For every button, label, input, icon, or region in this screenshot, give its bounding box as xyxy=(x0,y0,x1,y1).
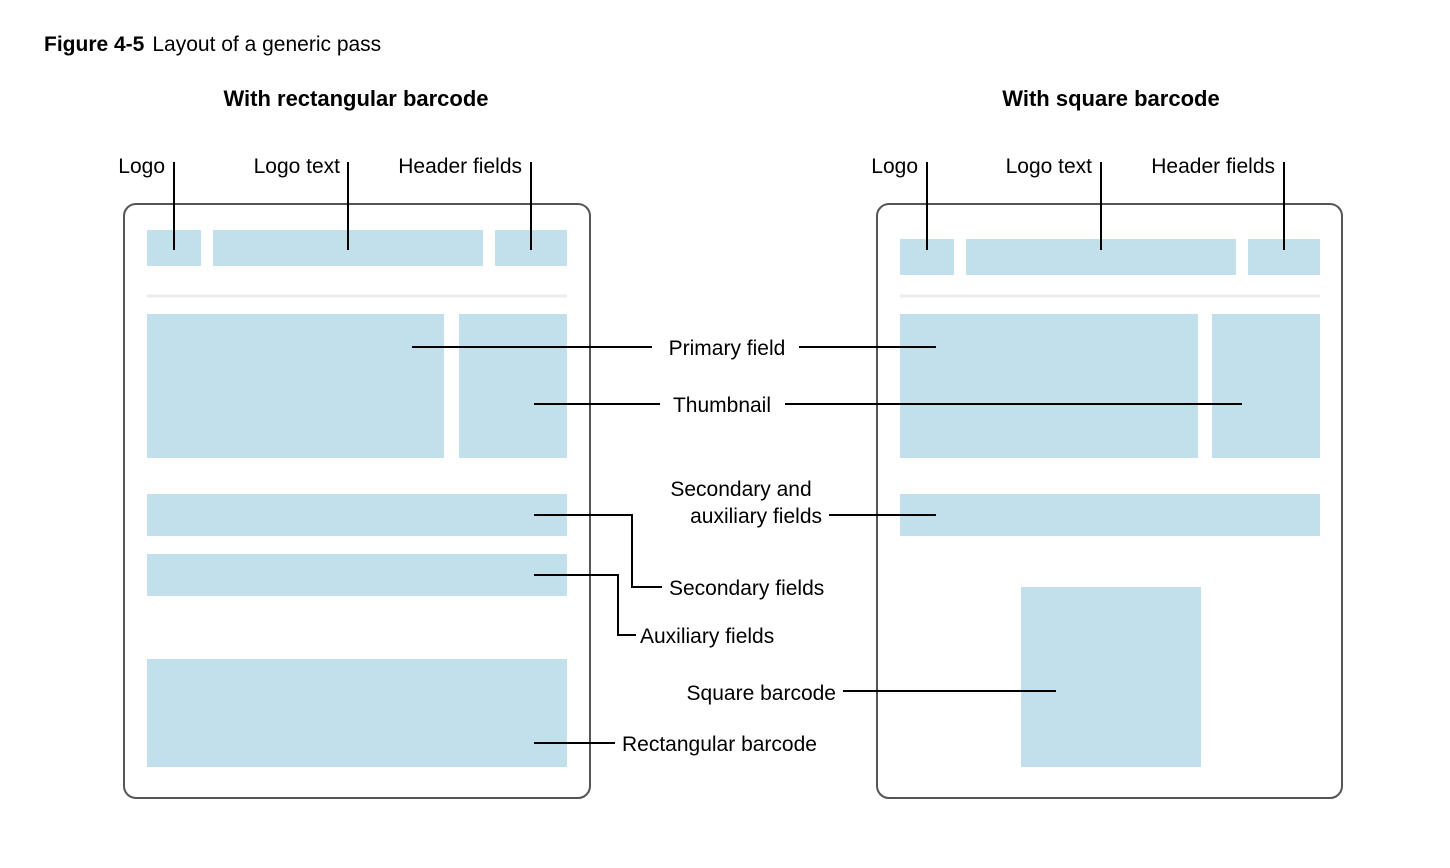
left-header-fields-label: Header fields xyxy=(398,155,522,178)
right-secondary-auxiliary-region xyxy=(900,494,1320,536)
left-rectangular-barcode-region xyxy=(147,659,567,767)
primary-field-label: Primary field xyxy=(669,337,786,360)
left-primary-field-region xyxy=(147,314,444,458)
figure-number: Figure 4-5 xyxy=(44,33,145,56)
right-logo-text-label: Logo text xyxy=(1006,155,1093,178)
left-logo-label: Logo xyxy=(118,155,165,178)
auxiliary-fields-label: Auxiliary fields xyxy=(640,625,774,648)
right-header-fields-label: Header fields xyxy=(1151,155,1275,178)
right-pass: Logo Logo text Header fields xyxy=(871,155,1343,799)
figure-title: Layout of a generic pass xyxy=(152,33,382,56)
secondary-fields-label: Secondary fields xyxy=(669,577,824,600)
rectangular-barcode-label: Rectangular barcode xyxy=(622,733,817,756)
left-pass: Logo Logo text Header fields xyxy=(118,155,591,799)
square-barcode-label: Square barcode xyxy=(687,682,836,705)
secondary-auxiliary-label-line2: auxiliary fields xyxy=(690,505,822,528)
right-logo-label: Logo xyxy=(871,155,918,178)
left-thumbnail-region xyxy=(459,314,567,458)
right-thumbnail-region xyxy=(1212,314,1320,458)
left-auxiliary-fields-region xyxy=(147,554,567,596)
callouts: Primary field Thumbnail Secondary and au… xyxy=(412,337,1242,756)
right-square-barcode-region xyxy=(1021,587,1201,767)
right-primary-field-region xyxy=(900,314,1198,458)
auxiliary-fields-leader xyxy=(534,574,636,636)
left-pass-title: With rectangular barcode xyxy=(223,86,488,111)
thumbnail-label: Thumbnail xyxy=(673,394,771,417)
left-logo-text-label: Logo text xyxy=(254,155,341,178)
secondary-auxiliary-label-line1: Secondary and xyxy=(670,478,811,501)
right-pass-title: With square barcode xyxy=(1002,86,1219,111)
left-secondary-fields-region xyxy=(147,494,567,536)
figure-caption: Figure 4-5 Layout of a generic pass xyxy=(44,32,381,58)
secondary-fields-leader xyxy=(534,514,662,588)
